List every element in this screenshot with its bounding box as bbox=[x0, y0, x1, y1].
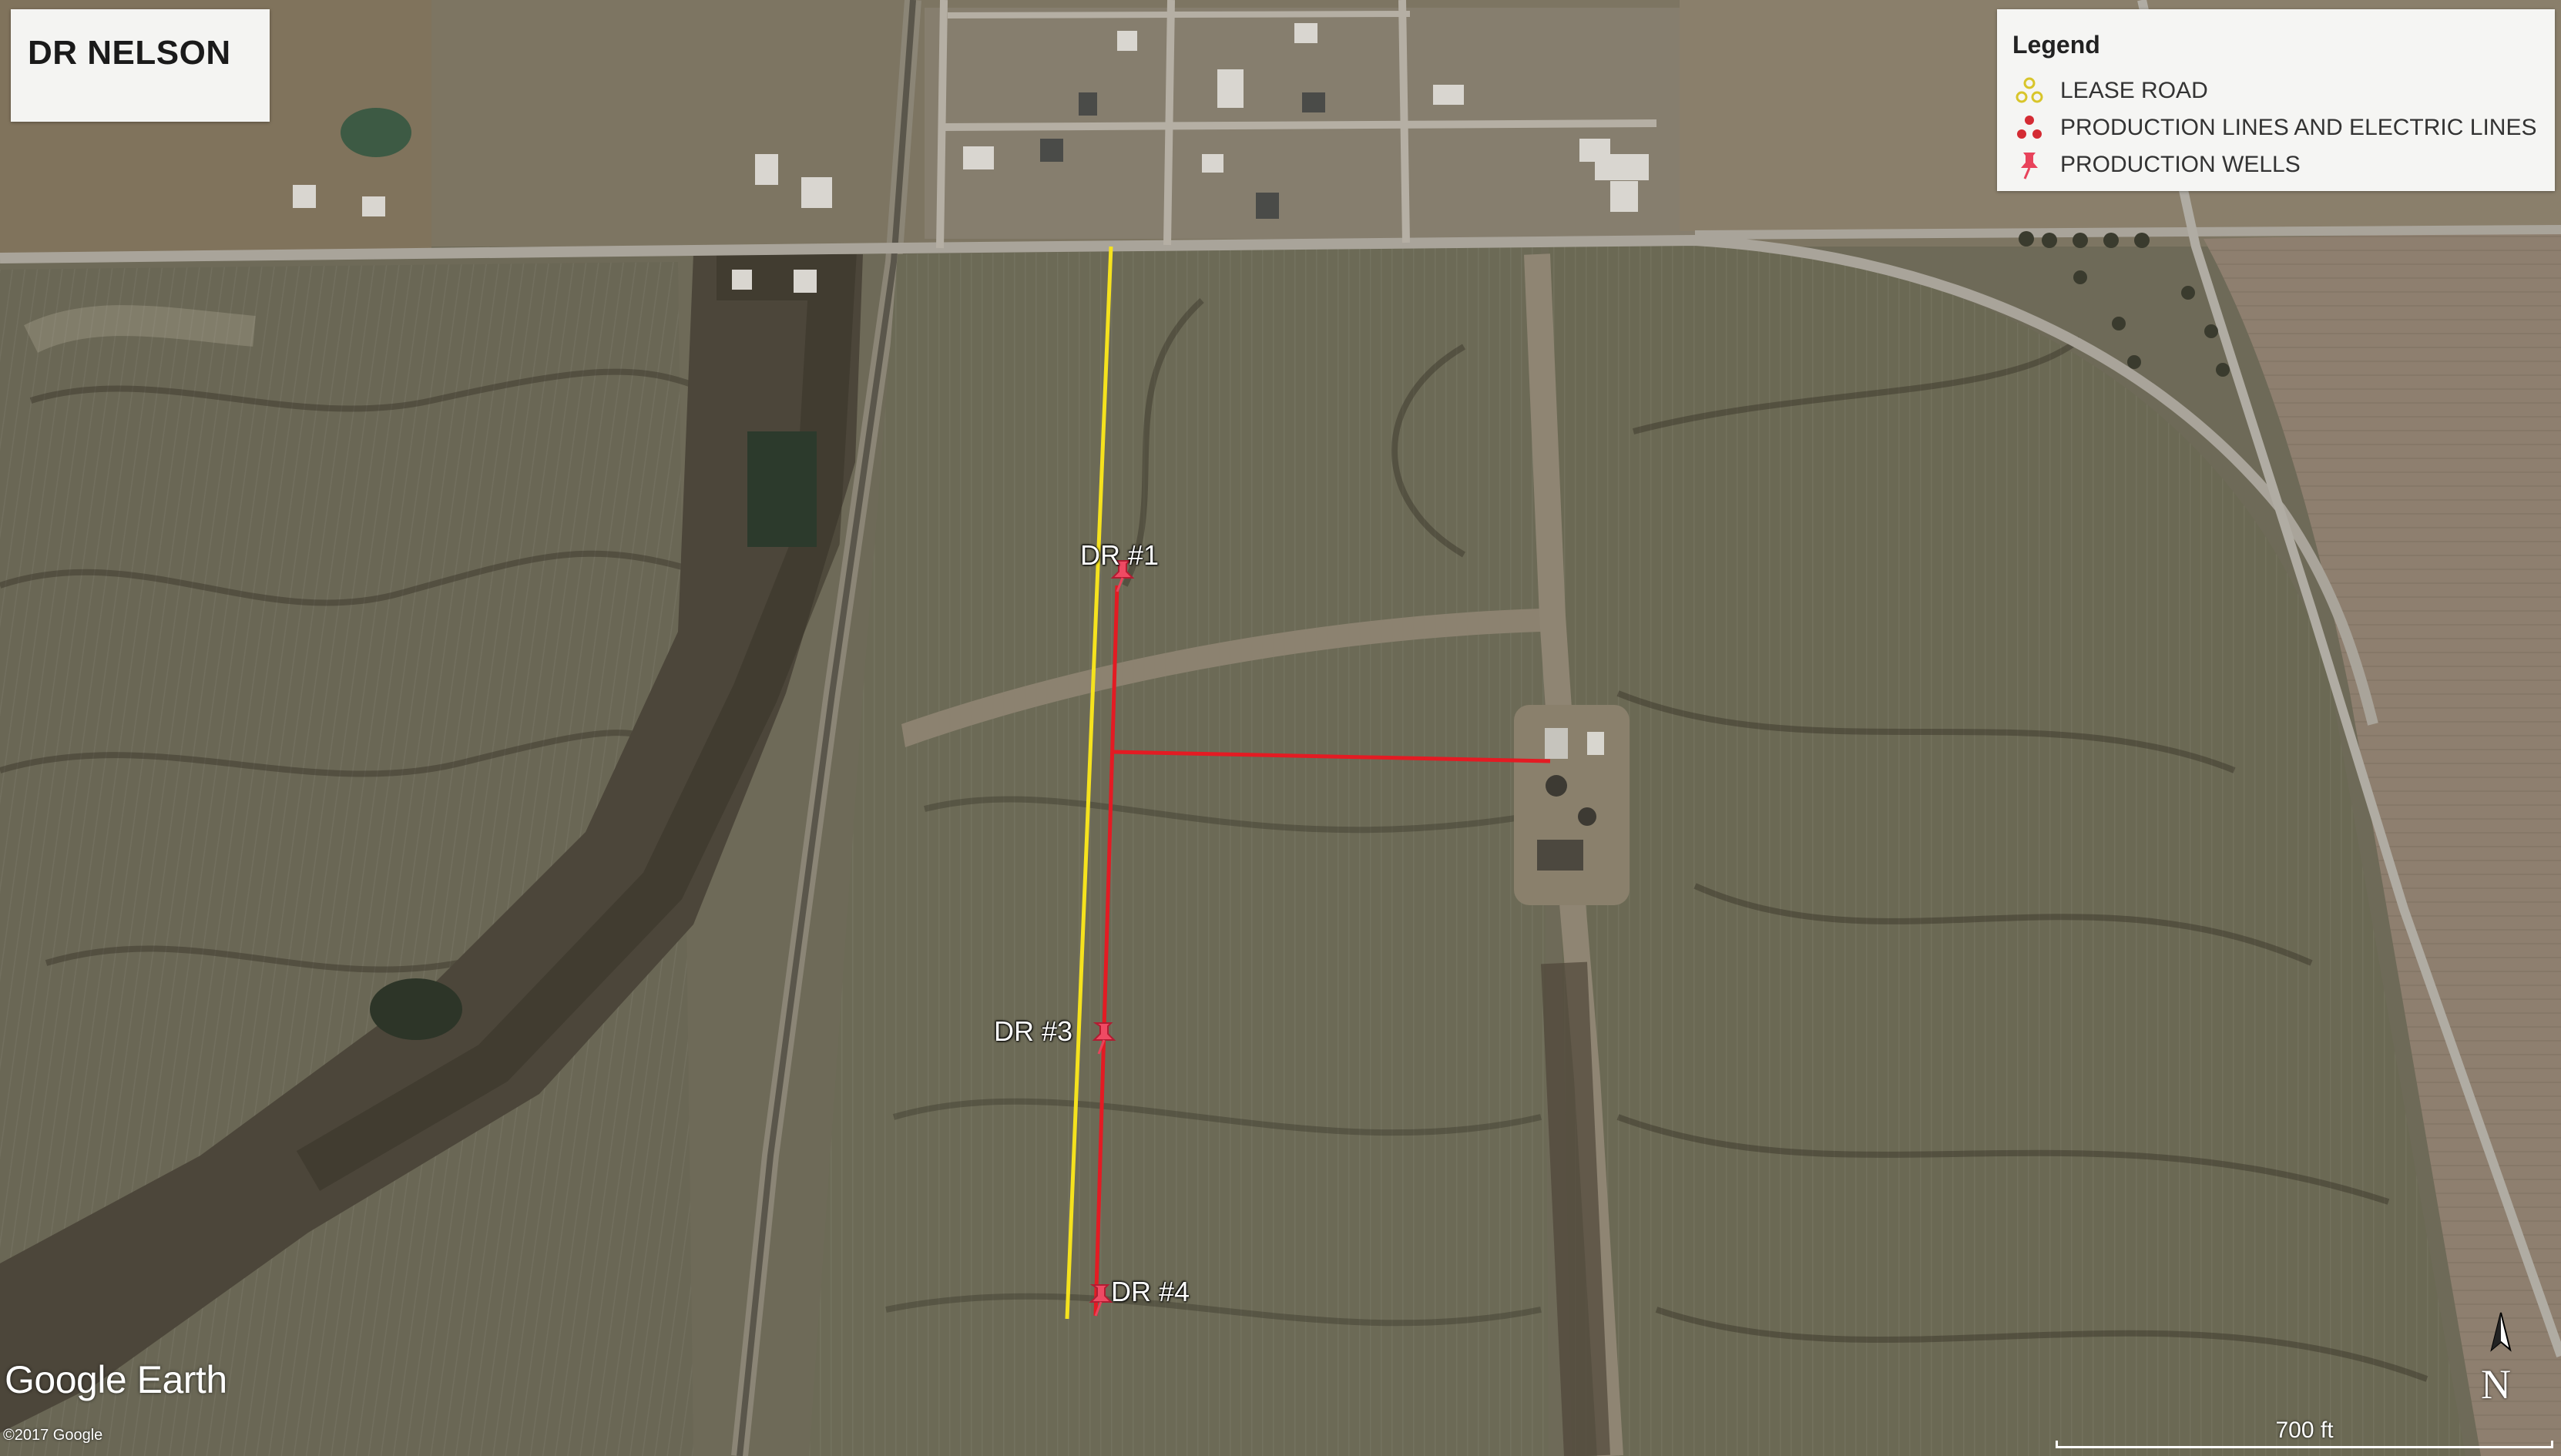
legend-label-production-wells: PRODUCTION WELLS bbox=[2060, 152, 2301, 177]
legend-panel: Legend LEASE ROAD PRODUCTION LINES AND E… bbox=[1997, 9, 2555, 191]
scale-bar-line bbox=[2056, 1441, 2553, 1448]
production-line bbox=[1093, 585, 1551, 1317]
north-arrow-icon bbox=[2490, 1312, 2512, 1352]
legend-label-lease-road: LEASE ROAD bbox=[2060, 78, 2208, 103]
legend-item-production-wells: PRODUCTION WELLS bbox=[2012, 148, 2301, 182]
production-lines-icon bbox=[2017, 116, 2042, 139]
pushpin-icon bbox=[2021, 153, 2038, 179]
north-arrow: N bbox=[2476, 1310, 2526, 1407]
well-pin-dr1[interactable] bbox=[1109, 558, 1136, 593]
well-label-dr1[interactable]: DR #1 bbox=[1080, 539, 1160, 571]
google-earth-logo: Google Earth bbox=[5, 1358, 227, 1401]
north-label: N bbox=[2481, 1361, 2511, 1407]
legend-item-production-lines: PRODUCTION LINES AND ELECTRIC LINES bbox=[2012, 111, 2536, 145]
well-pin-dr3[interactable] bbox=[1091, 1020, 1117, 1055]
copyright-text: ©2017 Google bbox=[3, 1427, 103, 1444]
legend-title: Legend bbox=[2012, 31, 2100, 59]
scale-bar: 700 ft bbox=[2056, 1417, 2553, 1448]
well-label-dr4[interactable]: DR #4 bbox=[1111, 1276, 1190, 1307]
map-title: DR NELSON bbox=[28, 34, 231, 72]
legend-item-lease-road: LEASE ROAD bbox=[2012, 74, 2208, 108]
lease-road-line bbox=[1065, 246, 1113, 1320]
legend-label-production-lines: PRODUCTION LINES AND ELECTRIC LINES bbox=[2060, 115, 2537, 140]
well-pin-dr4[interactable] bbox=[1088, 1282, 1114, 1317]
well-label-dr3[interactable]: DR #3 bbox=[994, 1015, 1073, 1047]
lease-road-icon bbox=[2016, 77, 2043, 103]
scale-label: 700 ft bbox=[2275, 1417, 2334, 1443]
map-title-box: DR NELSON bbox=[11, 9, 270, 122]
